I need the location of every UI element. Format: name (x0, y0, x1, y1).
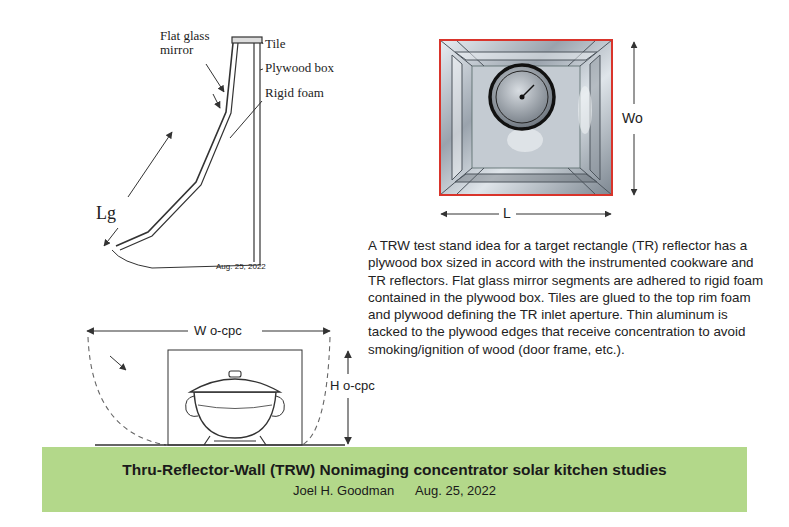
pot-lid (490, 65, 554, 129)
leader-line (260, 69, 263, 70)
drawing-polygon (455, 52, 597, 60)
part-label: Rigid foam (265, 85, 324, 100)
drawing-rect (229, 371, 241, 377)
test-box (168, 350, 302, 445)
dimension-label: Wo (622, 110, 643, 126)
part-label: Tile (265, 36, 285, 51)
author-line: Joel H. Goodman Aug. 25, 2022 (293, 483, 496, 498)
dimension-label: Lg (96, 203, 116, 223)
drawing-ellipse (507, 128, 543, 152)
photo-floor (472, 66, 580, 168)
plywood-outer (259, 43, 260, 265)
drawing-line (634, 134, 635, 195)
drawing-path (198, 405, 272, 409)
dimension-arrow (104, 228, 118, 246)
drawing-circle (496, 71, 548, 123)
tile-strip (232, 37, 262, 43)
photo-dimensions (441, 42, 634, 214)
plywood-inner (253, 43, 254, 262)
date-note: Aug. 25, 2022 (216, 262, 266, 272)
mirror-backing (120, 43, 238, 250)
drawing-line (634, 42, 635, 104)
dimension-label: W o-cpc (194, 323, 242, 338)
drawing-polygon (455, 174, 597, 182)
leader-line (230, 101, 262, 138)
drawing-line (522, 85, 534, 97)
drawing-line (262, 330, 330, 331)
photo-border (440, 40, 612, 195)
photo-ground (440, 40, 612, 195)
drawing-circle (520, 95, 525, 100)
part-label: Flat glass mirror (160, 29, 224, 57)
drawing-path (272, 396, 284, 416)
drawing-line (87, 330, 188, 331)
drawing-line (347, 351, 348, 374)
leader-line (206, 64, 224, 92)
drawing-g (440, 40, 612, 195)
description-text: A TRW test stand idea for a target recta… (368, 237, 764, 358)
dimension-label: L (503, 205, 511, 221)
ground-line (95, 444, 345, 445)
drawing-path (204, 436, 266, 445)
drawing-line (347, 398, 348, 444)
leader-line (213, 94, 220, 108)
leader-line (262, 42, 263, 44)
cpc-curve (302, 337, 330, 445)
pot-bowl (194, 392, 276, 438)
cpc-drawing (87, 331, 348, 445)
cross-section (104, 37, 263, 268)
title-band: Thru-Reflector-Wall (TRW) Nonimaging con… (42, 447, 747, 512)
drawing-line (110, 356, 126, 370)
dimension-label: H o-cpc (330, 378, 375, 393)
title-text: Thru-Reflector-Wall (TRW) Nonimaging con… (122, 461, 666, 479)
dimension-arrow (128, 132, 172, 197)
drawing-path (186, 396, 198, 416)
pot-lid (190, 379, 280, 392)
drawing-line (516, 214, 611, 215)
reflector-photo (440, 40, 612, 195)
drawing-line (441, 214, 499, 215)
drawing-ellipse (578, 86, 592, 134)
cpc-curve (88, 337, 166, 445)
part-label: Plywood box (265, 60, 334, 75)
mirror-face (116, 43, 233, 246)
drawing-polygon (452, 55, 462, 180)
